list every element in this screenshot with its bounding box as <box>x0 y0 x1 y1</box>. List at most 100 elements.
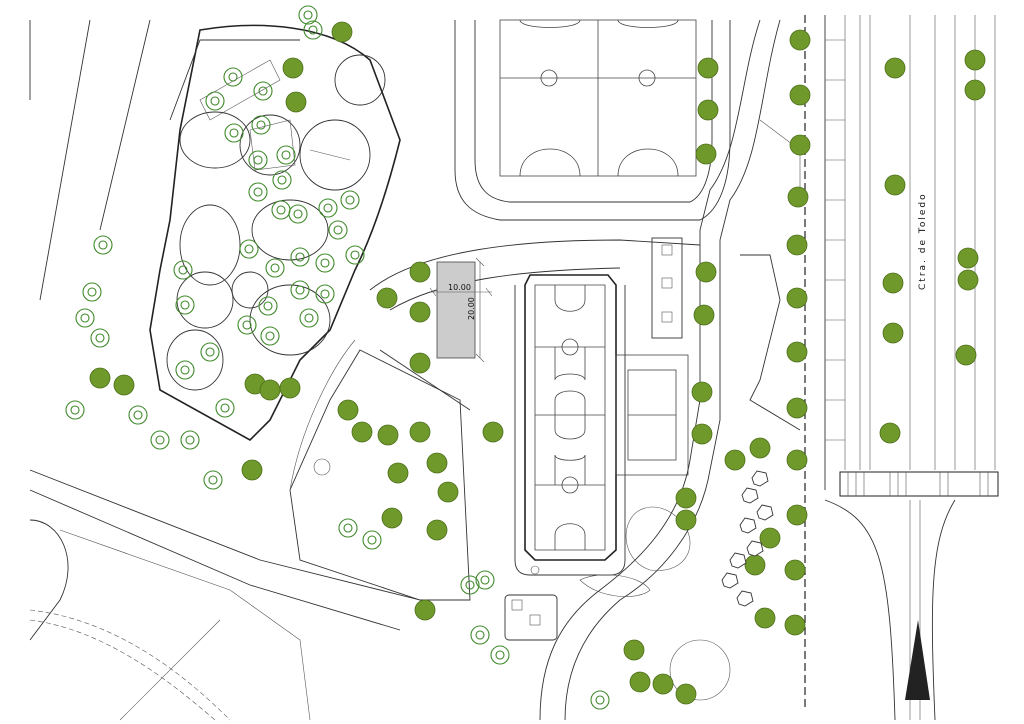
rock-icon <box>756 504 774 521</box>
tree-icon <box>724 449 746 471</box>
tree-icon <box>89 367 111 389</box>
shrub-icon <box>175 360 195 380</box>
shrub-icon <box>150 430 170 450</box>
tree-icon <box>697 99 719 121</box>
tree-icon <box>629 671 651 693</box>
shrub-icon <box>338 518 358 538</box>
shrub-icon <box>75 308 95 328</box>
tree-icon <box>241 459 263 481</box>
shrub-inner-icon <box>256 120 266 130</box>
tree-icon <box>675 487 697 509</box>
shrub-inner-icon <box>244 244 254 254</box>
shrub-inner-icon <box>495 650 505 660</box>
shrub-icon <box>298 5 318 25</box>
shrub-icon <box>290 247 310 267</box>
shrub-icon <box>303 20 323 40</box>
tree-icon <box>652 673 674 695</box>
tree-icon <box>787 186 809 208</box>
shrub-icon <box>90 328 110 348</box>
shrub-icon <box>65 400 85 420</box>
tree-icon <box>695 143 717 165</box>
tree-icon <box>351 421 373 443</box>
tree-icon <box>697 57 719 79</box>
shrub-icon <box>248 150 268 170</box>
tree-icon <box>426 519 448 541</box>
shrub-icon <box>315 284 335 304</box>
shrub-icon <box>271 200 291 220</box>
shrub-icon <box>224 123 244 143</box>
shrub-icon <box>223 67 243 87</box>
shrub-inner-icon <box>333 225 343 235</box>
left-streets <box>29 19 421 721</box>
tree-icon <box>786 504 808 526</box>
shrub-inner-icon <box>308 25 318 35</box>
shrub-inner-icon <box>253 187 263 197</box>
shrub-icon <box>248 182 268 202</box>
shrub-inner-icon <box>295 285 305 295</box>
shrub-inner-icon <box>277 175 287 185</box>
central-lawn <box>289 239 701 601</box>
shrub-icon <box>175 295 195 315</box>
shrub-icon <box>460 575 480 595</box>
tree-icon <box>964 79 986 101</box>
shrub-icon <box>590 690 610 710</box>
tree-icon <box>882 322 904 344</box>
shrub-inner-icon <box>178 265 188 275</box>
shrub-inner-icon <box>480 575 490 585</box>
rock-icon <box>721 572 739 589</box>
tree-icon <box>957 269 979 291</box>
tree-icon <box>786 341 808 363</box>
shrub-icon <box>239 239 259 259</box>
tree-icon <box>331 21 353 43</box>
tree-icon <box>882 272 904 294</box>
dim-width-label: 10.00 <box>448 283 471 292</box>
tree-icon <box>786 234 808 256</box>
shrub-inner-icon <box>205 347 215 357</box>
tree-icon <box>691 381 713 403</box>
shrub-inner-icon <box>253 155 263 165</box>
shrub-icon <box>203 470 223 490</box>
shrub-inner-icon <box>343 523 353 533</box>
tree-icon <box>113 374 135 396</box>
shrub-inner-icon <box>320 258 330 268</box>
road-name-label: Ctra. de Toledo <box>918 192 928 290</box>
shrub-icon <box>340 190 360 210</box>
shrub-icon <box>200 342 220 362</box>
rock-icon <box>741 487 759 504</box>
tree-icon <box>409 421 431 443</box>
shrub-icon <box>362 530 382 550</box>
shrub-icon <box>475 570 495 590</box>
shrub-icon <box>276 145 296 165</box>
shrub-icon <box>265 258 285 278</box>
shrub-icon <box>272 170 292 190</box>
shrub-inner-icon <box>265 331 275 341</box>
tree-icon <box>377 424 399 446</box>
tree-icon <box>789 29 811 51</box>
shrub-inner-icon <box>180 365 190 375</box>
tree-icon <box>884 57 906 79</box>
shrub-icon <box>237 315 257 335</box>
tree-icon <box>693 304 715 326</box>
shrub-inner-icon <box>475 630 485 640</box>
tree-icon <box>414 599 436 621</box>
shrub-icon <box>93 235 113 255</box>
tree-icon <box>754 607 776 629</box>
shrub-inner-icon <box>270 263 280 273</box>
shrub-inner-icon <box>80 313 90 323</box>
shrub-inner-icon <box>229 128 239 138</box>
tree-icon <box>784 559 806 581</box>
shrub-inner-icon <box>95 333 105 343</box>
shrub-inner-icon <box>304 313 314 323</box>
shrub-inner-icon <box>155 435 165 445</box>
shrub-inner-icon <box>228 72 238 82</box>
tree-icon <box>884 174 906 196</box>
shrub-icon <box>180 430 200 450</box>
shrub-inner-icon <box>98 240 108 250</box>
shrub-inner-icon <box>87 287 97 297</box>
playground-area <box>149 24 401 441</box>
shrub-icon <box>258 296 278 316</box>
trees <box>89 21 986 705</box>
tree-icon <box>784 614 806 636</box>
tree-icon <box>786 397 808 419</box>
shrub-inner-icon <box>295 252 305 262</box>
